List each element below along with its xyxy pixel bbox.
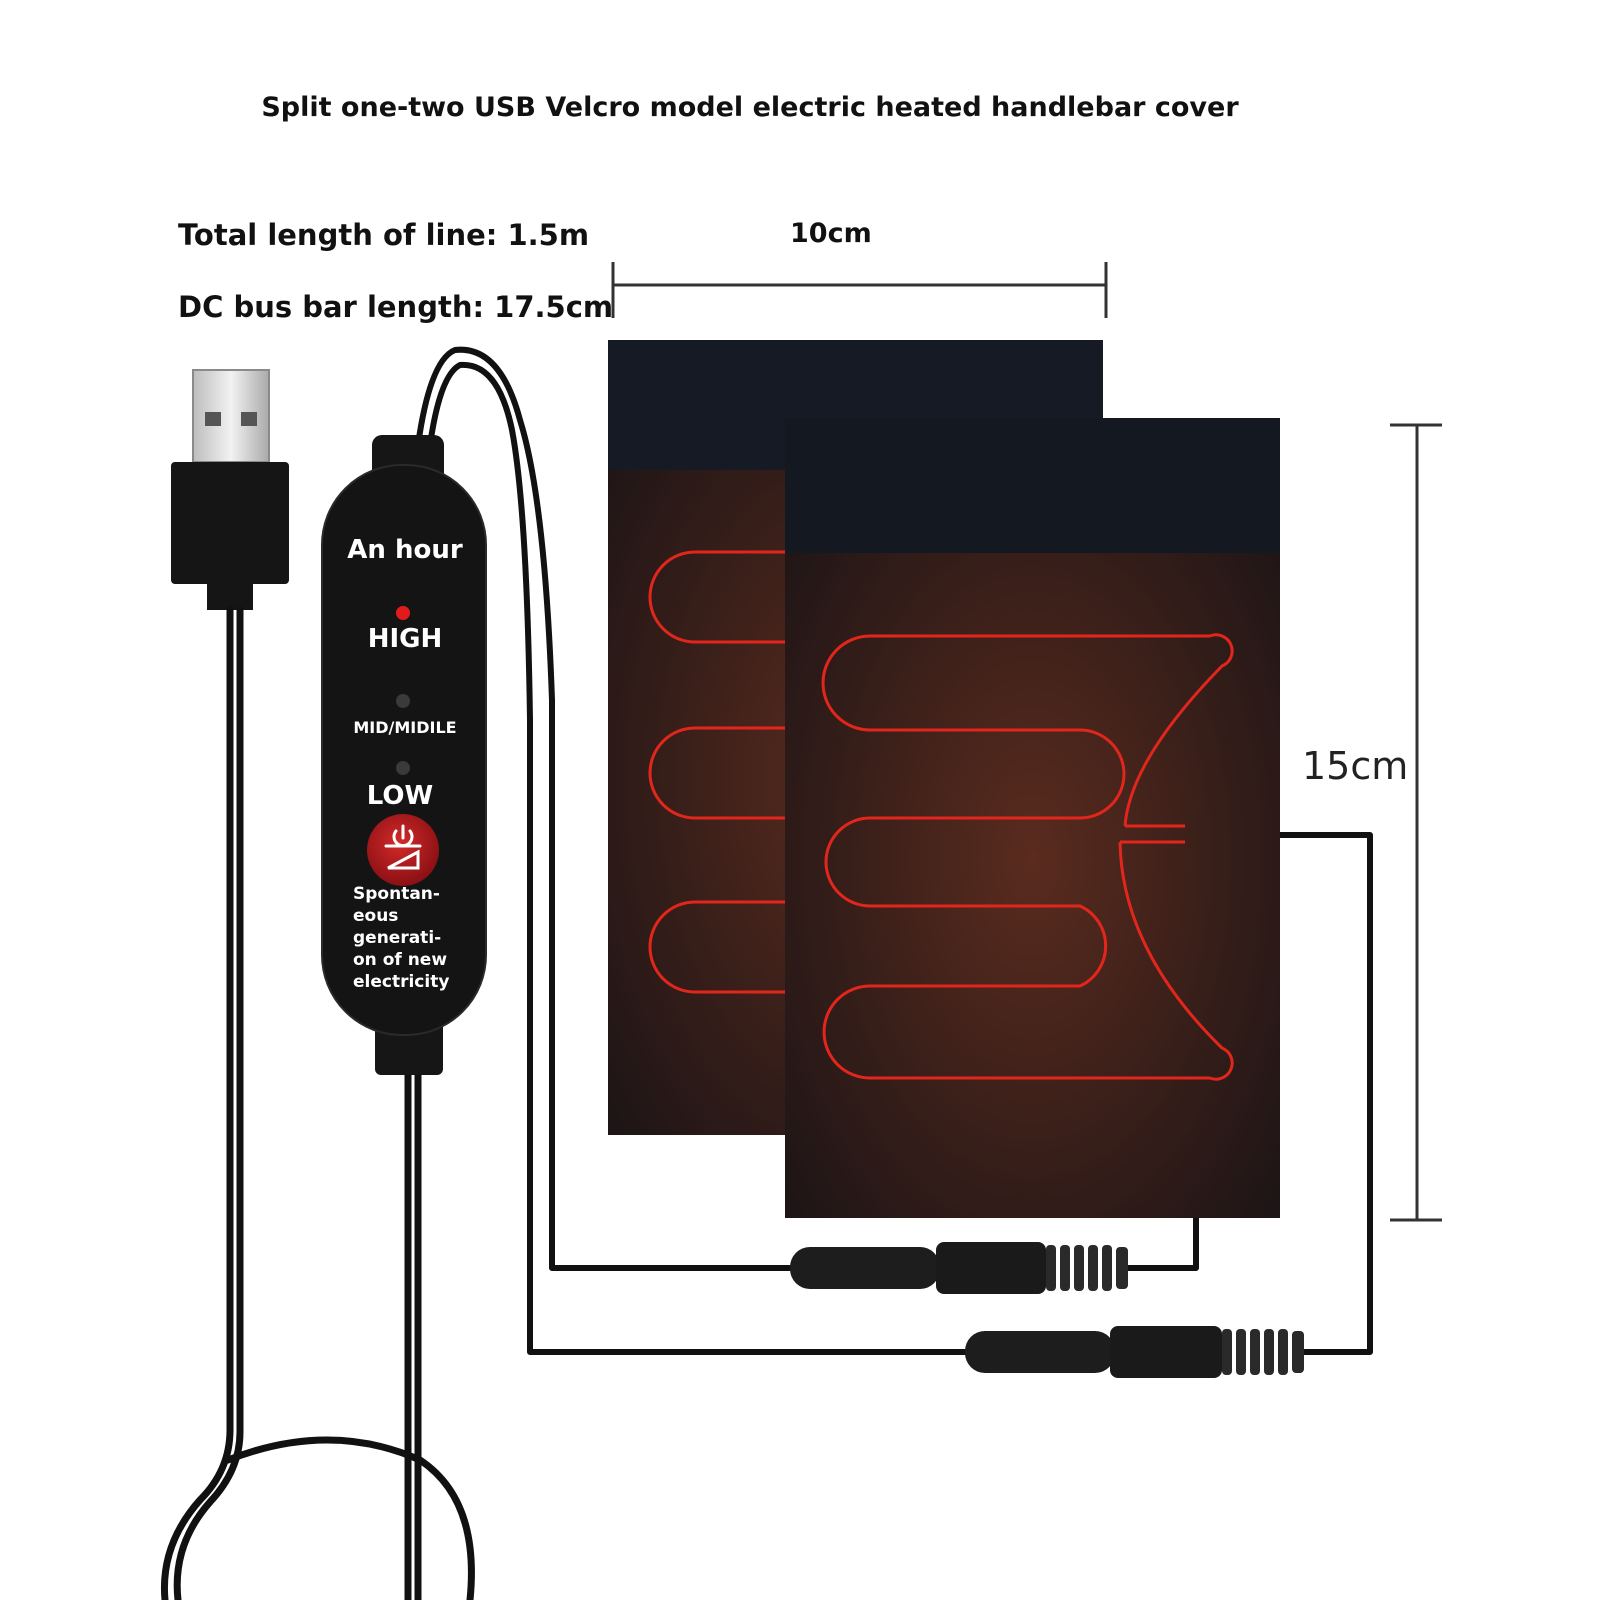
timer-label: An hour — [347, 535, 463, 565]
pad-width-label: 10cm — [790, 218, 872, 249]
dc-bus-length-label: DC bus bar length: 17.5cm — [178, 290, 614, 324]
dc-connector-1 — [790, 1242, 1128, 1294]
note-line-1: Spontan- — [353, 884, 440, 904]
height-dimension-line — [1390, 423, 1442, 1222]
page-title: Split one-two USB Velcro model electric … — [261, 92, 1239, 123]
note-line-5: electricity — [353, 972, 449, 992]
power-icon — [384, 824, 422, 870]
heating-pad-front — [785, 418, 1280, 1218]
pad-height-label: 15cm — [1302, 744, 1409, 788]
width-dimension-line — [611, 262, 1108, 318]
heating-wire-front — [821, 633, 1234, 1081]
note-line-2: eous — [353, 906, 398, 926]
note-line-3: generati- — [353, 928, 441, 948]
controller-note: Spontan- eous generati- on of new electr… — [353, 884, 449, 992]
dc-connector-2 — [965, 1326, 1304, 1378]
high-indicator-led — [396, 606, 410, 620]
low-label: LOW — [367, 781, 433, 811]
temperature-controller: An hour HIGH MID/MIDILE LOW Spontan- eou… — [321, 435, 487, 1075]
low-indicator-led — [396, 761, 410, 775]
high-label: HIGH — [368, 624, 443, 654]
mid-label: MID/MIDILE — [353, 718, 456, 737]
usb-cable — [160, 606, 475, 1600]
heating-wire-back — [648, 550, 785, 994]
power-button[interactable] — [367, 814, 439, 886]
total-line-length-label: Total length of line: 1.5m — [178, 218, 590, 252]
usb-plug — [171, 369, 289, 610]
note-line-4: on of new — [353, 950, 447, 970]
mid-indicator-led — [396, 694, 410, 708]
split-cable — [415, 346, 1373, 1355]
